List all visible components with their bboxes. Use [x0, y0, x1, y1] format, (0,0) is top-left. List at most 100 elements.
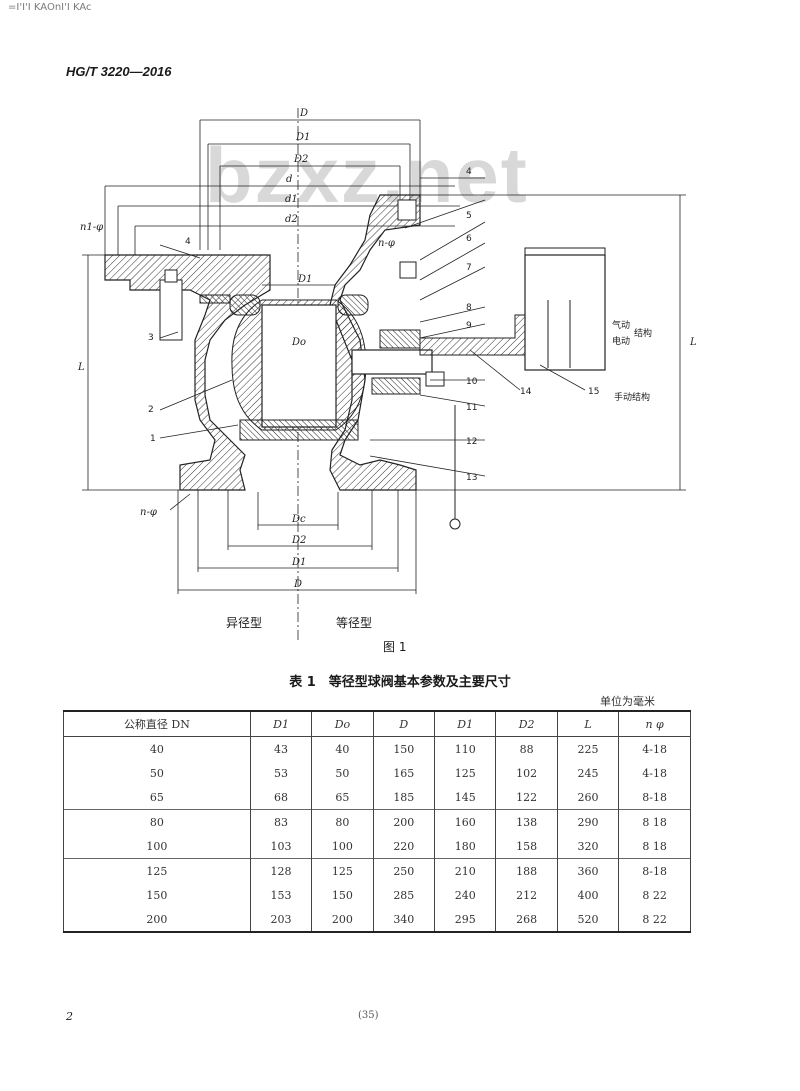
table-cell: 200 [311, 907, 374, 933]
dim-label: D1 [295, 132, 310, 143]
right-type-label: 等径型 [336, 616, 373, 630]
dim-label: n-φ [140, 507, 157, 518]
table-cell: 220 [372, 834, 436, 859]
table-cell: 160 [434, 809, 497, 834]
table-cell: 40 [63, 736, 251, 761]
table-cell: 8 22 [618, 907, 691, 933]
table-cell: 8 18 [618, 834, 691, 859]
table-cell: 200 [63, 907, 251, 933]
stem-actuator [351, 247, 606, 530]
table-row: 40 43 40 150 110 88 225 4-18 [63, 736, 691, 761]
table-cell: 8-18 [618, 858, 691, 883]
table-cell: 125 [434, 761, 497, 785]
table-cell: 225 [556, 736, 620, 761]
part-number: 3 [148, 333, 154, 343]
leader-lines [159, 177, 586, 511]
table-cell: 4-18 [618, 736, 691, 761]
page-number: 2 [66, 1010, 73, 1023]
header-cell: L [556, 710, 620, 737]
table-cell: 8 18 [618, 809, 691, 834]
table-cell: 290 [556, 809, 620, 834]
header-cell: Do [311, 710, 374, 737]
table-cell: 185 [372, 785, 436, 810]
header-cell: D1 [434, 710, 497, 737]
dim-label: n1-φ [80, 222, 103, 233]
table-cell: 188 [495, 858, 558, 883]
dim-label: D1 [291, 557, 306, 568]
dim-label: d [286, 174, 292, 185]
table-cell: 245 [556, 761, 620, 785]
table-cell: 50 [311, 761, 374, 785]
table-cell: 110 [434, 736, 497, 761]
actuator-labels: 气动 电动 结构 手动结构 [612, 319, 652, 403]
valve-ball [229, 294, 369, 441]
header-cell: D2 [495, 710, 558, 737]
part-number: 7 [466, 263, 472, 273]
part-number: 4 [466, 167, 472, 177]
part-number: 11 [466, 403, 477, 413]
actuator-label: 气动 [612, 319, 630, 331]
part-numbers: 1 2 3 4 4 5 6 7 8 9 10 11 12 13 14 15 [148, 167, 599, 483]
part-number: 10 [466, 377, 478, 387]
table-cell: 68 [249, 785, 313, 810]
table-cell: 150 [372, 736, 436, 761]
dim-label: d1 [285, 194, 298, 205]
standard-code: HG/T 3220—2016 [66, 64, 172, 79]
table-cell: 210 [434, 858, 497, 883]
top-stamp: =I'I'I KAOnI'I KAc [8, 2, 92, 13]
actuator-label: 结构 [634, 327, 652, 339]
dim-label: D1 [297, 274, 312, 285]
table-cell: 150 [63, 883, 251, 907]
table-cell: 128 [249, 858, 313, 883]
valve-body-left [104, 254, 271, 491]
table-cell: 320 [556, 834, 620, 859]
table-cell: 83 [249, 809, 313, 834]
table-cell: 40 [311, 736, 374, 761]
table-cell: 295 [434, 907, 497, 933]
table-cell: 200 [372, 809, 436, 834]
part-number: 9 [466, 321, 472, 331]
table-cell: 180 [434, 834, 497, 859]
table-cell: 50 [63, 761, 251, 785]
table-cell: 125 [311, 858, 374, 883]
table-cell: 340 [372, 907, 436, 933]
table-cell: 153 [249, 883, 313, 907]
table-cell: 100 [311, 834, 374, 859]
part-number: 15 [588, 387, 599, 397]
part-number: 13 [466, 473, 477, 483]
dim-label: D [299, 108, 308, 119]
table-cell: 145 [434, 785, 497, 810]
table-cell: 150 [311, 883, 374, 907]
table-title: 表 1 等径型球阀基本参数及主要尺寸 [289, 675, 511, 690]
table-cell: 250 [372, 858, 436, 883]
unit-note: 单位为毫米 [600, 695, 655, 708]
part-number: 14 [520, 387, 532, 397]
table-cell: 103 [249, 834, 313, 859]
parameter-table: 公称直径 DN D1 Do D D1 D2 L n φ 40 43 40 150… [63, 710, 691, 933]
dim-label: d2 [285, 214, 298, 225]
table-cell: 260 [556, 785, 620, 810]
table-cell: 203 [249, 907, 313, 933]
table-cell: 100 [63, 834, 251, 859]
part-number: 8 [466, 303, 472, 313]
table-cell: 285 [372, 883, 436, 907]
table-row: 200 203 200 340 295 268 520 8 22 [63, 907, 691, 933]
table-row: 80 83 80 200 160 138 290 8 18 [63, 809, 691, 834]
table-cell: 122 [495, 785, 558, 810]
dim-label: n-φ [378, 238, 395, 249]
dim-label: D2 [293, 154, 308, 165]
table-row: 100 103 100 220 180 158 320 8 18 [63, 834, 691, 859]
table-cell: 80 [311, 809, 374, 834]
table-cell: 53 [249, 761, 313, 785]
dim-label: Dc [291, 514, 306, 525]
table-cell: 240 [434, 883, 497, 907]
header-cell: D1 [249, 710, 313, 737]
part-number: 6 [466, 234, 472, 244]
table-cell: 65 [311, 785, 374, 810]
table-cell: 400 [556, 883, 620, 907]
manual-label: 手动结构 [614, 391, 650, 403]
dim-label: L [77, 362, 85, 373]
header-cell: 公称直径 DN [63, 710, 251, 737]
left-type-label: 异径型 [226, 616, 263, 630]
dimension-labels: D D1 D2 d d1 d2 n1-φ n-φ L Do D1 Dc D2 D… [77, 108, 697, 590]
